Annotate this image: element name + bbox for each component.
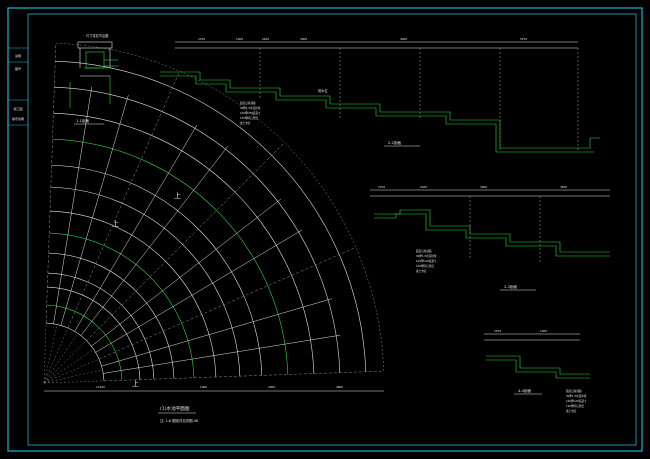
layer-note-b2: 30厚1:3水泥砂浆 — [416, 254, 437, 258]
section-c-title: 3-3剖面 — [504, 284, 517, 289]
inner-frame — [27, 13, 637, 446]
title-block-label-1: 说明 — [15, 53, 21, 58]
dim-plan-3: 3000 — [268, 385, 275, 389]
layer-note-b4: 150厚碎石垫层 — [416, 264, 434, 268]
plan-arc-10 — [52, 138, 289, 375]
plan-arc-4 — [47, 272, 155, 380]
dim-mid-2: 2400 — [420, 185, 427, 189]
plan-note: 注: 1:8 图纸详见详图-06 — [160, 418, 198, 423]
layer-note-c2: 30厚1:3水泥砂浆 — [566, 394, 587, 398]
section-b-title: 2-2剖面 — [388, 140, 401, 145]
plan-arc-1 — [46, 322, 105, 381]
plan-radial-line-6 — [80, 145, 229, 336]
plan-centre-ray-7 — [43, 358, 100, 384]
section-d-title: 4-4剖面 — [518, 388, 531, 393]
layer-note-b3: 100厚C20混凝土 — [416, 259, 437, 263]
plan-arc-6 — [49, 232, 195, 378]
dim-low-2: 1000 — [540, 329, 547, 333]
layer-callout-c: 面层石材铺贴 30厚1:3水泥砂浆 100厚C20混凝土 150厚碎石垫层 素土… — [566, 389, 587, 413]
dim-mid-1: 2700 — [378, 185, 385, 189]
pool-plan — [43, 42, 385, 392]
small-detail: 尺寸详见节点图 1-1剖面 — [69, 33, 118, 125]
plan-centre-ray-3 — [43, 327, 69, 384]
layer-note-a5: 素土夯实 — [240, 121, 251, 125]
section-low: 4-4剖面 — [484, 333, 590, 395]
plan-centre-ray-1 — [43, 323, 47, 384]
dim-low-1: 2700 — [494, 329, 501, 333]
plan-radial-line-13 — [103, 370, 384, 382]
plan-centre-ray-2 — [43, 324, 58, 384]
up-label-1: 上 — [112, 219, 119, 228]
plan-radial-line-10 — [98, 247, 356, 360]
water-level-label: 常水位 — [318, 88, 328, 93]
dim-plan-2: 1000 — [200, 385, 207, 389]
plan-radial-line-4 — [67, 71, 180, 329]
layer-note-c3: 100厚C20混凝土 — [566, 399, 587, 403]
dim-top-5: 4000 — [400, 37, 407, 41]
layer-note-a1: 面层石材铺贴 — [240, 101, 256, 105]
plan-centre-ray-8 — [43, 369, 103, 384]
plan-arc-5 — [48, 252, 175, 379]
plan-radial-line-9 — [95, 229, 303, 353]
title-block-label-2: 图号 — [15, 66, 21, 71]
layer-callout-b: 面层石材铺贴 30厚1:3水泥砂浆 100厚C20混凝土 150厚碎石垫层 素土… — [416, 249, 437, 273]
layer-note-a2: 30厚1:3水泥砂浆 — [240, 106, 261, 110]
layer-note-b1: 面层石材铺贴 — [416, 249, 432, 253]
plan-centre-ray-9 — [43, 380, 104, 384]
plan-radial-line-12 — [103, 334, 341, 374]
layer-note-c5: 素土夯实 — [566, 409, 577, 413]
plan-centre-ray-4 — [43, 333, 78, 384]
dim-plan-1: 17200 — [96, 385, 105, 389]
plan-radial-line-8 — [91, 198, 282, 347]
dim-top-4: 3900 — [300, 37, 307, 41]
dim-mid-4: 3500 — [560, 185, 567, 189]
title-block-label-3: 施工图 — [13, 106, 22, 111]
plan-title: (1)水池平面图 — [160, 405, 190, 412]
title-block-label-4: 编号说明 — [12, 116, 24, 121]
section-mid: 3-3剖面 — [370, 189, 610, 291]
layer-note-a4: 150厚碎石垫层 — [240, 116, 258, 120]
plan-radial-line-3 — [60, 95, 129, 326]
dim-top-2: 1000 — [236, 37, 243, 41]
dim-top-1: 2700 — [198, 37, 205, 41]
dim-top-3: 2400 — [262, 37, 269, 41]
title-block: 说明 图号 施工图 编号说明 — [8, 47, 28, 126]
plan-radial-line-2 — [53, 86, 93, 324]
plan-radial-line-11 — [101, 298, 332, 367]
dim-mid-3: 3000 — [480, 185, 487, 189]
dim-top-6: 5070 — [520, 37, 527, 41]
plan-radial-line-5 — [74, 124, 198, 332]
up-label-3: 上 — [132, 379, 139, 388]
layer-callout-a: 面层石材铺贴 30厚1:3水泥砂浆 100厚C20混凝土 150厚碎石垫层 素土… — [240, 101, 261, 125]
layer-note-c1: 面层石材铺贴 — [566, 389, 582, 393]
plan-radial-line-1 — [45, 43, 57, 324]
layer-note-c4: 150厚碎石垫层 — [566, 404, 584, 408]
up-label-2: 上 — [174, 191, 181, 200]
plan-radial-line-7 — [86, 142, 285, 341]
outer-frame — [7, 7, 643, 452]
layer-note-a3: 100厚C20混凝土 — [240, 111, 261, 115]
plan-centre-ray-5 — [43, 340, 87, 384]
detail-title: 尺寸详见节点图 — [86, 33, 108, 38]
layer-note-b5: 素土夯实 — [416, 269, 427, 273]
plan-centre-ray-6 — [43, 349, 94, 384]
detail-section-title: 1-1剖面 — [76, 118, 89, 123]
section-top: 常水位 2-2剖面 — [160, 41, 600, 153]
dim-plan-4: 4800 — [336, 385, 343, 389]
